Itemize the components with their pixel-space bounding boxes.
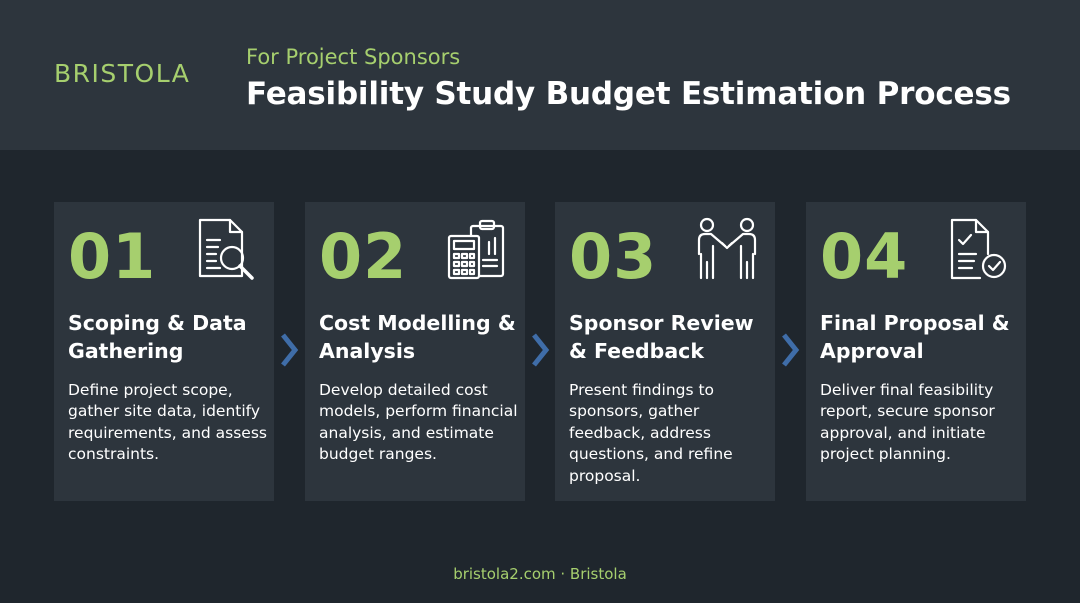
step-card-4: 04 Final Proposal & Approval Deliver fin… (806, 202, 1026, 501)
document-search-icon (198, 218, 254, 280)
document-check-icon (950, 218, 1007, 280)
step-number: 02 (319, 220, 408, 293)
step-card-3: 03 Sponsor Review & Feedback Present fin… (555, 202, 775, 501)
step-number: 01 (68, 220, 157, 293)
chevron-right-icon (281, 333, 299, 367)
step-number: 04 (820, 220, 909, 293)
step-number: 03 (569, 220, 658, 293)
step-card-2: 02 Cost Modelling & Analysis Develop det… (305, 202, 525, 501)
page-title: Feasibility Study Budget Estimation Proc… (246, 76, 1011, 112)
chevron-right-icon (532, 333, 550, 367)
brand-logo: BRISTOLA (54, 59, 191, 88)
step-description: Present findings to sponsors, gather fee… (569, 381, 733, 485)
step-title: Scoping & Data Gathering (68, 311, 247, 363)
calculator-clipboard-icon (447, 219, 505, 280)
step-title: Final Proposal & Approval (820, 311, 1010, 363)
chevron-right-icon (782, 333, 800, 367)
footer-credit: bristola2.com · Bristola (453, 565, 627, 583)
step-title: Cost Modelling & Analysis (319, 311, 516, 363)
handshake-icon (697, 217, 757, 280)
page-subtitle: For Project Sponsors (246, 45, 461, 69)
step-description: Deliver final feasibility report, secure… (820, 381, 995, 464)
step-description: Develop detailed cost models, perform fi… (319, 381, 518, 464)
step-description: Define project scope, gather site data, … (68, 381, 267, 464)
step-title: Sponsor Review & Feedback (569, 311, 754, 363)
header-banner: BRISTOLA For Project Sponsors Feasibilit… (0, 0, 1080, 150)
step-card-1: 01 Scoping & Data Gathering Define proje… (54, 202, 274, 501)
